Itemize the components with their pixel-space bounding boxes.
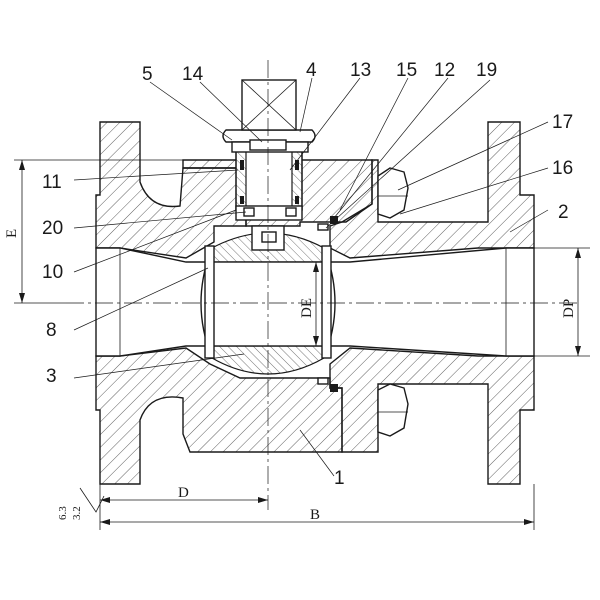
label-part-8: 8 xyxy=(46,320,57,341)
dim-label-DE: DE xyxy=(299,298,315,318)
roughness-bottom: 3.2 xyxy=(71,506,83,520)
label-part-10: 10 xyxy=(42,262,63,283)
label-part-15: 15 xyxy=(396,60,417,81)
bolt-nut-bottom-part-17 xyxy=(377,383,409,437)
dim-label-B: B xyxy=(310,507,320,523)
leader-lines xyxy=(73,77,549,477)
dim-label-E: E xyxy=(4,229,20,238)
label-part-11: 11 xyxy=(42,172,62,193)
label-part-20: 20 xyxy=(42,218,63,239)
label-part-5: 5 xyxy=(142,64,153,85)
stem-key xyxy=(261,231,277,243)
dim-label-DP: DP xyxy=(561,299,577,318)
stem-head-part-4 xyxy=(241,79,297,131)
dimension-DE: DE xyxy=(299,262,319,346)
label-part-2: 2 xyxy=(558,202,569,223)
label-part-16: 16 xyxy=(552,158,573,179)
bore-passage xyxy=(95,247,211,357)
end-cap-part-2 xyxy=(329,121,535,485)
bolt-nut-top-part-16 xyxy=(377,167,409,219)
dim-label-D: D xyxy=(178,485,189,501)
gland-nut-part-14 xyxy=(222,129,316,153)
bore-passage-right xyxy=(329,247,535,357)
label-part-12: 12 xyxy=(434,60,455,81)
dimension-D: D xyxy=(99,484,268,530)
label-part-14: 14 xyxy=(182,64,204,85)
part-number-labels: 5 14 4 13 15 12 19 17 16 2 11 20 10 8 3 … xyxy=(42,60,573,489)
label-part-4: 4 xyxy=(306,60,317,81)
dimension-DP: DP xyxy=(534,247,590,357)
label-part-13: 13 xyxy=(350,60,371,81)
label-part-3: 3 xyxy=(46,366,57,387)
label-part-19: 19 xyxy=(476,60,497,81)
dimension-B: B xyxy=(100,484,535,530)
dimension-E: E xyxy=(4,159,226,304)
body-seals-part-15 xyxy=(317,216,338,392)
surface-roughness-symbol: 6.3 3.2 xyxy=(57,487,105,520)
label-part-1: 1 xyxy=(334,468,345,489)
roughness-top: 6.3 xyxy=(57,506,69,520)
stem-assembly xyxy=(235,149,303,251)
seats-part-8 xyxy=(204,245,332,359)
label-part-17: 17 xyxy=(552,112,573,133)
